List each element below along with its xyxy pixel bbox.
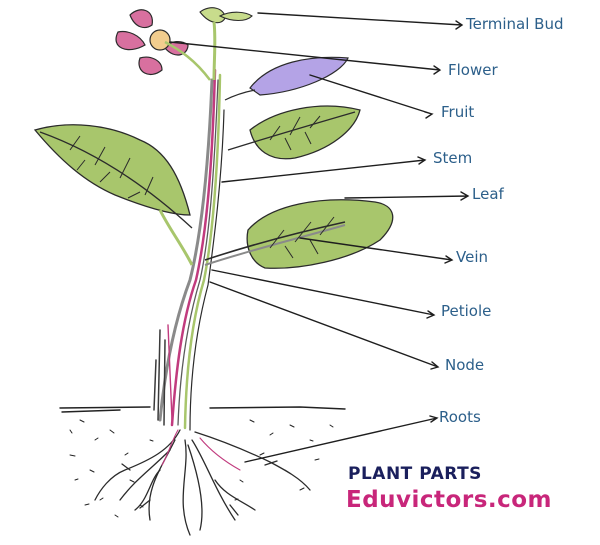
label-flower: Flower xyxy=(448,61,498,79)
terminal-bud xyxy=(200,8,252,80)
label-petiole: Petiole xyxy=(441,302,491,320)
label-vein: Vein xyxy=(456,248,488,266)
label-node: Node xyxy=(445,356,484,374)
label-terminal-bud: Terminal Bud xyxy=(466,15,563,33)
upper-right-leaf xyxy=(228,106,360,159)
left-leaf xyxy=(35,125,192,265)
label-fruit: Fruit xyxy=(441,103,474,121)
caption-title: PLANT PARTS xyxy=(348,464,482,484)
roots xyxy=(95,430,310,535)
soil xyxy=(60,407,345,517)
label-roots: Roots xyxy=(439,408,481,426)
caption-site: Eduvictors.com xyxy=(346,487,552,513)
label-stem: Stem xyxy=(433,149,472,167)
stem xyxy=(154,70,224,430)
label-leaf: Leaf xyxy=(472,185,504,203)
right-leaf xyxy=(205,200,393,268)
fruit xyxy=(225,57,348,100)
